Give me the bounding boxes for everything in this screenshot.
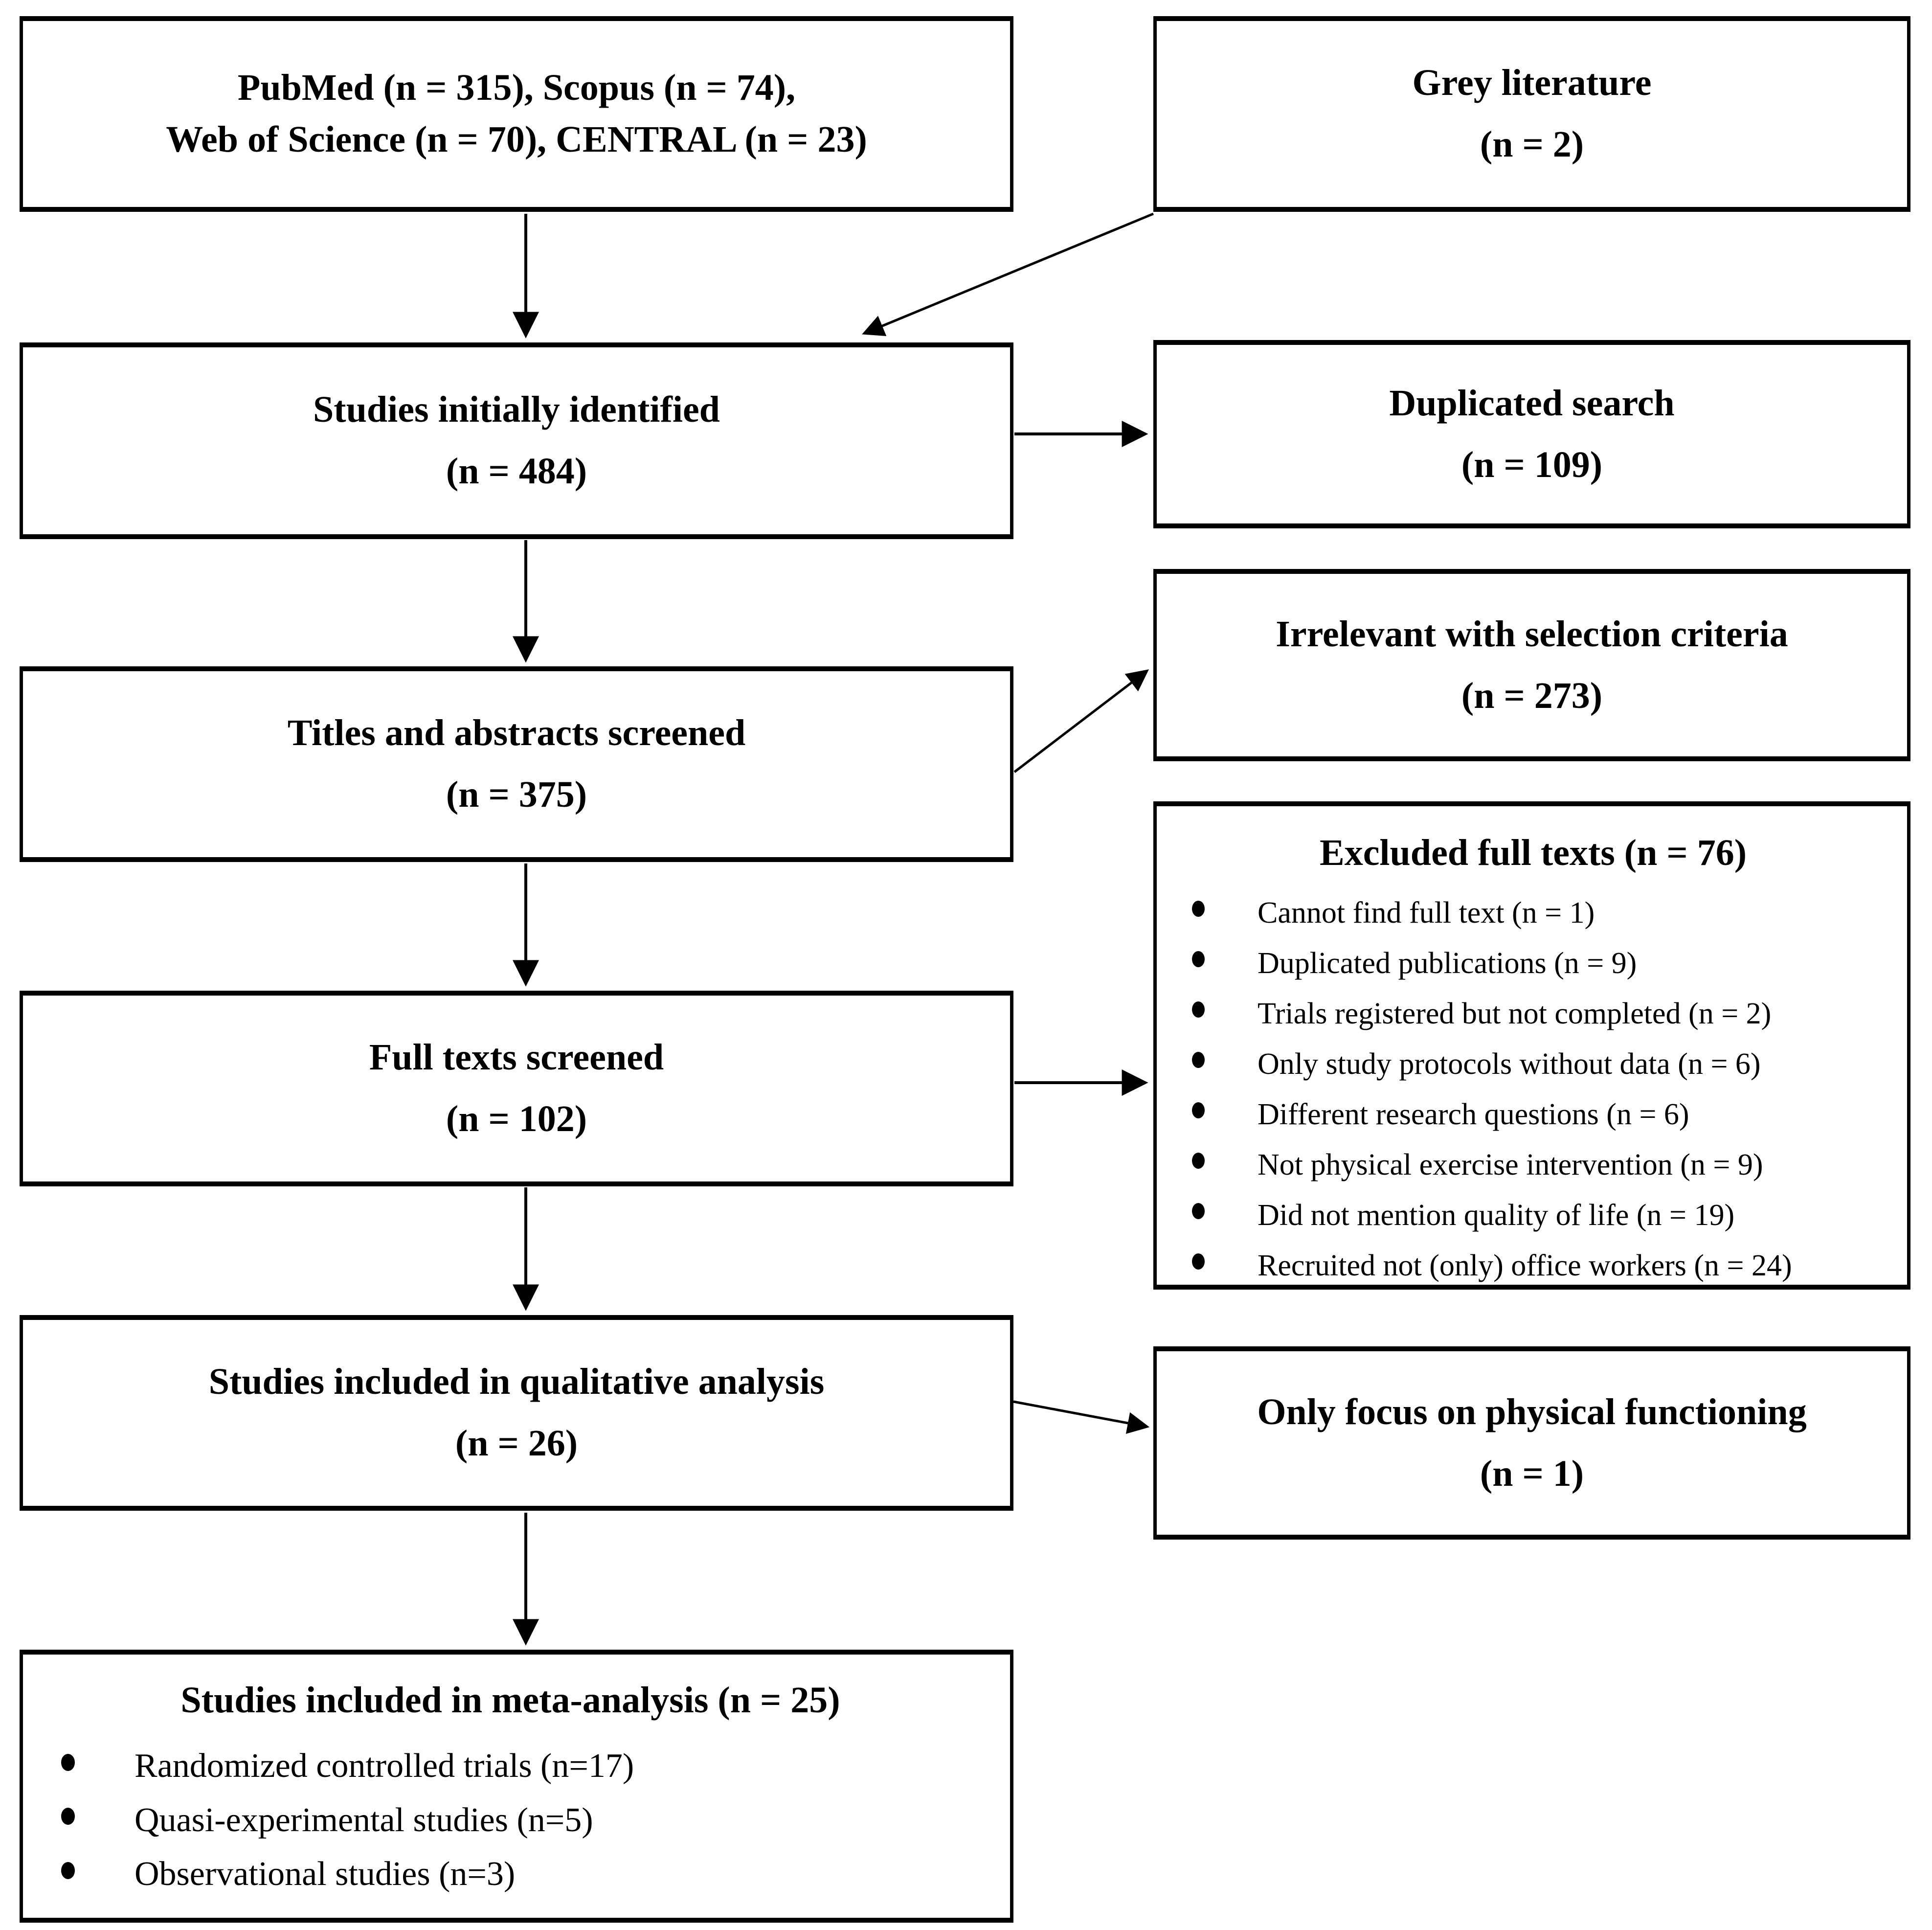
box-physical-functioning-only: Only focus on physical functioning (n = …: [1153, 1346, 1910, 1540]
box-titles-abstracts-screened-count: (n = 375): [446, 774, 587, 815]
excluded-bullet-duplicated-publications: Duplicated publications (n = 9): [1191, 938, 1895, 989]
box-duplicated-search-count: (n = 109): [1461, 444, 1603, 485]
excluded-bullet-no-qol: Did not mention quality of life (n = 19): [1191, 1190, 1895, 1241]
box-studies-initially-identified-line1: Studies initially identified: [313, 389, 720, 431]
box-meta-analysis: Studies included in meta-analysis (n = 2…: [20, 1650, 1013, 1923]
box-grey-literature-line1: Grey literature: [1412, 62, 1652, 104]
excluded-bullet-not-exercise: Not physical exercise intervention (n = …: [1191, 1140, 1895, 1190]
excluded-bullet-not-completed: Trials registered but not completed (n =…: [1191, 989, 1895, 1039]
box-excluded-full-texts: Excluded full texts (n = 76) Cannot find…: [1153, 801, 1910, 1290]
arrow-screened-to-irrelevant: [1013, 669, 1149, 773]
box-full-texts-screened-count: (n = 102): [446, 1098, 587, 1139]
box-excluded-full-texts-title: Excluded full texts (n = 76): [1320, 832, 1747, 873]
box-qualitative-analysis-line1: Studies included in qualitative analysis: [208, 1361, 825, 1403]
box-titles-abstracts-screened-line1: Titles and abstracts screened: [287, 712, 746, 754]
excluded-bullet-different-questions: Different research questions (n = 6): [1191, 1090, 1895, 1140]
box-titles-abstracts-screened: Titles and abstracts screened (n = 375): [20, 666, 1013, 862]
box-full-texts-screened-line1: Full texts screened: [369, 1037, 664, 1078]
box-database-sources-line2: Web of Science (n = 70), CENTRAL (n = 23…: [166, 119, 867, 160]
box-physical-functioning-count: (n = 1): [1480, 1453, 1584, 1494]
box-database-sources: PubMed (n = 315), Scopus (n = 74), Web o…: [20, 16, 1013, 212]
box-full-texts-screened: Full texts screened (n = 102): [20, 991, 1013, 1186]
arrow-qualitative-to-physical: [1013, 1400, 1150, 1434]
arrow-grey-to-identified: [862, 212, 1154, 337]
excluded-bullet-protocols-only: Only study protocols without data (n = 6…: [1191, 1039, 1895, 1090]
box-grey-literature: Grey literature (n = 2): [1153, 16, 1910, 212]
box-duplicated-search: Duplicated search (n = 109): [1153, 340, 1910, 528]
box-physical-functioning-line1: Only focus on physical functioning: [1257, 1391, 1807, 1432]
box-grey-literature-count: (n = 2): [1480, 124, 1584, 165]
box-irrelevant-line1: Irrelevant with selection criteria: [1276, 613, 1788, 655]
excluded-bullet-no-full-text: Cannot find full text (n = 1): [1191, 888, 1895, 938]
box-irrelevant-count: (n = 273): [1461, 675, 1603, 716]
meta-bullet-quasi: Quasi-experimental studies (n=5): [52, 1794, 998, 1848]
box-irrelevant-selection-criteria: Irrelevant with selection criteria (n = …: [1153, 569, 1910, 761]
box-studies-initially-identified: Studies initially identified (n = 484): [20, 342, 1013, 539]
meta-analysis-bullet-list: Randomized controlled trials (n=17) Quas…: [52, 1739, 998, 1902]
excluded-bullet-not-office-workers: Recruited not (only) office workers (n =…: [1191, 1241, 1895, 1291]
box-studies-initially-identified-count: (n = 484): [446, 451, 587, 492]
box-qualitative-analysis-count: (n = 26): [455, 1423, 578, 1464]
box-database-sources-line1: PubMed (n = 315), Scopus (n = 74),: [237, 67, 796, 109]
excluded-bullet-list: Cannot find full text (n = 1) Duplicated…: [1191, 888, 1895, 1291]
meta-bullet-observational: Observational studies (n=3): [52, 1847, 998, 1902]
box-qualitative-analysis: Studies included in qualitative analysis…: [20, 1315, 1013, 1511]
box-duplicated-search-line1: Duplicated search: [1389, 382, 1675, 424]
meta-bullet-rct: Randomized controlled trials (n=17): [52, 1739, 998, 1794]
box-meta-analysis-title: Studies included in meta-analysis (n = 2…: [180, 1680, 840, 1721]
